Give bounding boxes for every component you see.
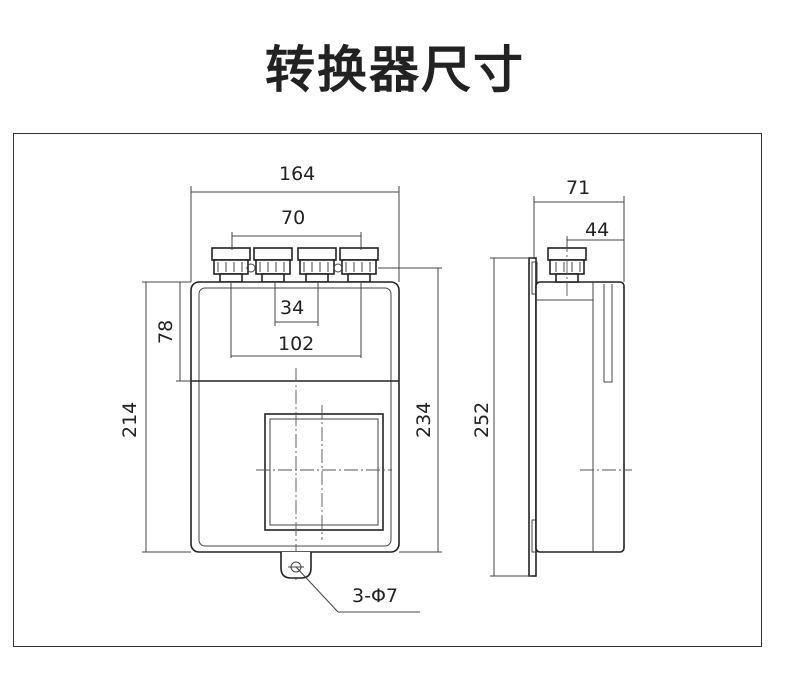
side-view bbox=[528, 238, 632, 577]
dim-70: 70 bbox=[281, 207, 305, 229]
cable-glands bbox=[211, 247, 379, 283]
dim-214: 214 bbox=[119, 402, 141, 438]
dim-234: 234 bbox=[413, 402, 435, 438]
front-dimensions: 164 70 34 102 78 214 234 3-Φ7 bbox=[119, 163, 442, 613]
side-dimensions: 71 44 252 bbox=[471, 177, 625, 577]
mount-tab bbox=[280, 552, 312, 579]
cable-gland bbox=[339, 247, 379, 283]
drawing-frame bbox=[13, 133, 762, 647]
cable-gland bbox=[253, 247, 293, 283]
display-window bbox=[264, 413, 384, 531]
cable-gland bbox=[211, 247, 251, 283]
page-title: 转换器尺寸 bbox=[265, 41, 525, 99]
side-body bbox=[535, 281, 625, 553]
front-view bbox=[190, 247, 400, 580]
dim-164: 164 bbox=[279, 163, 315, 185]
dim-252: 252 bbox=[471, 402, 493, 438]
dim-78: 78 bbox=[155, 320, 177, 344]
mount-hole bbox=[333, 263, 343, 273]
dim-44: 44 bbox=[585, 219, 609, 241]
cable-gland bbox=[297, 247, 337, 283]
dim-34: 34 bbox=[280, 297, 304, 319]
dim-102: 102 bbox=[278, 333, 314, 355]
dim-3-phi7: 3-Φ7 bbox=[352, 585, 398, 607]
mount-hole bbox=[246, 263, 256, 273]
dim-71: 71 bbox=[566, 177, 590, 199]
